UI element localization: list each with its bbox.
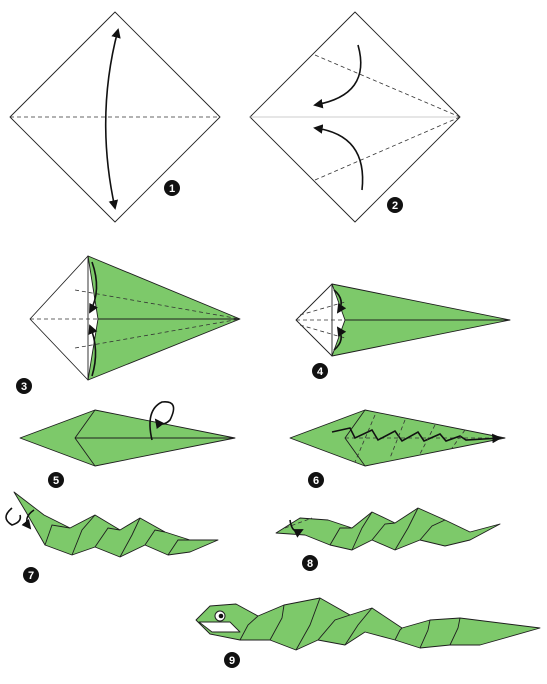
fold-arrow-head-2 bbox=[21, 509, 35, 530]
fold-arrow-bottom bbox=[313, 124, 364, 191]
body-crease bbox=[419, 619, 431, 649]
snake-pupil bbox=[218, 613, 224, 619]
fold-line-bottom bbox=[314, 116, 461, 181]
snake-mouth bbox=[198, 621, 241, 633]
pleat-fold-1 bbox=[354, 414, 376, 463]
step-number: 2 bbox=[392, 200, 398, 212]
fold-arrow-top bbox=[333, 289, 347, 314]
body-crease bbox=[394, 627, 403, 641]
turn-over-arrow bbox=[149, 401, 175, 441]
fold-line-top bbox=[314, 54, 461, 118]
pleat-fold-4 bbox=[451, 429, 466, 449]
body-crease bbox=[371, 522, 396, 541]
step-number: 9 bbox=[229, 655, 235, 667]
step-badge-9: 9 bbox=[224, 652, 240, 668]
fold-arrow-head bbox=[289, 519, 304, 538]
body-crease bbox=[329, 527, 352, 546]
fold-arrow-top bbox=[89, 261, 98, 314]
step-4-figure bbox=[295, 283, 511, 357]
step-number: 7 bbox=[28, 570, 34, 582]
snake-body bbox=[275, 507, 501, 551]
paper-green-kite bbox=[87, 255, 241, 381]
body-crease bbox=[295, 597, 321, 651]
fold-arrow-head bbox=[5, 507, 22, 526]
body-crease bbox=[269, 604, 285, 641]
step-number: 6 bbox=[313, 475, 319, 487]
step-8-figure bbox=[275, 507, 501, 551]
head-fold-line bbox=[284, 517, 313, 529]
step-6-figure bbox=[289, 409, 506, 467]
fold-arrow-bottom bbox=[88, 324, 98, 377]
step-number: 3 bbox=[21, 381, 27, 393]
body-crease bbox=[44, 524, 71, 546]
body-crease bbox=[144, 529, 166, 546]
fold-line-bottom bbox=[299, 324, 346, 339]
step-1-figure bbox=[9, 11, 221, 223]
pleat-fold-3 bbox=[419, 424, 436, 455]
step-2-figure bbox=[249, 11, 461, 223]
body-crease bbox=[449, 617, 461, 646]
step-number: 5 bbox=[53, 475, 59, 487]
step-5-figure bbox=[19, 401, 236, 467]
snake-body bbox=[195, 597, 541, 651]
body-crease bbox=[351, 511, 373, 551]
body-crease bbox=[317, 614, 351, 641]
fold-arrow-bottom bbox=[333, 326, 347, 351]
step-badge-5: 5 bbox=[48, 472, 64, 488]
step-3-figure bbox=[29, 255, 241, 381]
fold-arrow bbox=[104, 28, 121, 210]
body-crease bbox=[419, 519, 446, 541]
snake-body bbox=[13, 491, 219, 558]
step-number: 4 bbox=[317, 366, 324, 378]
fold-line-top bbox=[299, 301, 346, 316]
fold-arrow-top bbox=[313, 44, 362, 109]
pleat-arrow bbox=[331, 427, 502, 444]
step-badge-1: 1 bbox=[164, 180, 180, 196]
step-badge-3: 3 bbox=[16, 378, 32, 394]
paper-white-left bbox=[29, 255, 89, 381]
body-crease bbox=[119, 517, 141, 558]
step-badge-6: 6 bbox=[308, 472, 324, 488]
step-7-figure bbox=[5, 491, 219, 558]
body-crease bbox=[94, 527, 121, 548]
body-crease bbox=[167, 539, 190, 556]
body-crease bbox=[344, 607, 373, 646]
step-number: 1 bbox=[169, 183, 175, 195]
step-badge-7: 7 bbox=[23, 567, 39, 583]
step-9-figure bbox=[195, 597, 541, 651]
step-badge-8: 8 bbox=[302, 555, 318, 571]
body-crease bbox=[394, 507, 419, 551]
step-badge-4: 4 bbox=[312, 363, 328, 379]
step-number: 8 bbox=[307, 558, 313, 570]
body-crease bbox=[71, 514, 96, 556]
step-badge-2: 2 bbox=[387, 197, 403, 213]
body-crease bbox=[239, 615, 259, 641]
